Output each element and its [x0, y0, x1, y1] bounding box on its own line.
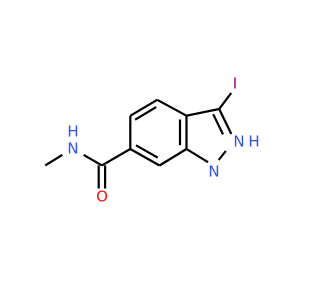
- structure-canvas: I N H N O N H: [44, 74, 260, 206]
- amide-oxygen-label: O: [96, 188, 108, 206]
- bond-n2-n1: [217, 150, 227, 161]
- amide-nh-h-label: H: [67, 123, 78, 141]
- bond-carbonyl-n: [83, 153, 103, 167]
- ring-nh-n-label: N: [233, 133, 244, 151]
- bond-c6-c7: [129, 148, 161, 167]
- amide-n-label: N: [67, 140, 78, 158]
- iodine-label: I: [233, 75, 237, 93]
- ring-n-label: N: [208, 163, 219, 181]
- bond-c3-n2: [218, 108, 233, 135]
- ring-nh-h-label: H: [248, 133, 259, 151]
- bond-c3-n2-inner: [212, 113, 224, 135]
- bond-c4-c5-inner: [134, 106, 157, 121]
- bond-c6-c7-inner: [135, 144, 159, 159]
- bond-c5-carbonyl: [101, 148, 131, 167]
- bond-c3a-c4: [156, 98, 188, 117]
- bond-c3-i: [218, 92, 233, 110]
- bond-n-methyl: [44, 153, 63, 167]
- structure-diagram: I N H N O N H: [44, 75, 260, 206]
- bond-c7-c7a: [158, 148, 188, 167]
- bond-c4-c5: [129, 98, 158, 117]
- bond-c3a-c3: [186, 107, 220, 117]
- bond-n1-c7a: [185, 148, 209, 164]
